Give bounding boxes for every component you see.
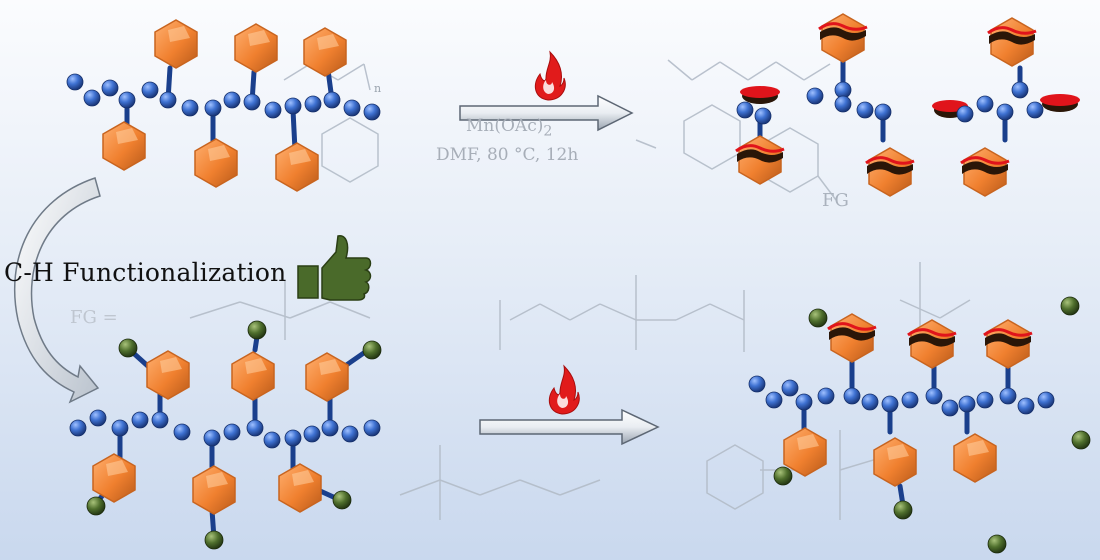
reagent-label: Mn(OAc)2 xyxy=(466,116,552,139)
reaction-arrow-top xyxy=(459,94,634,132)
polymer-bottom-right xyxy=(748,296,1091,554)
conditions-label: DMF, 80 °C, 12h xyxy=(436,145,579,165)
polymer-top-right-degraded xyxy=(734,12,1080,198)
curved-arrow xyxy=(14,177,101,404)
polymer-top-left xyxy=(66,19,381,192)
fg-definition-label: FG = xyxy=(70,307,118,328)
thumbs-up-icon xyxy=(297,235,372,301)
reagent-subscript: 2 xyxy=(543,123,553,140)
functionalization-label: C-H Functionalization xyxy=(4,258,287,287)
reaction-arrow-bottom xyxy=(479,408,660,446)
polymer-bottom-left xyxy=(69,320,382,550)
flame-icon xyxy=(548,364,580,415)
background-structures xyxy=(189,59,971,520)
fg-tag-label: FG xyxy=(822,190,849,211)
reagent-name: Mn(OAc) xyxy=(466,116,544,136)
repeat-index-label: n xyxy=(374,82,382,95)
flame-icon xyxy=(534,50,566,101)
